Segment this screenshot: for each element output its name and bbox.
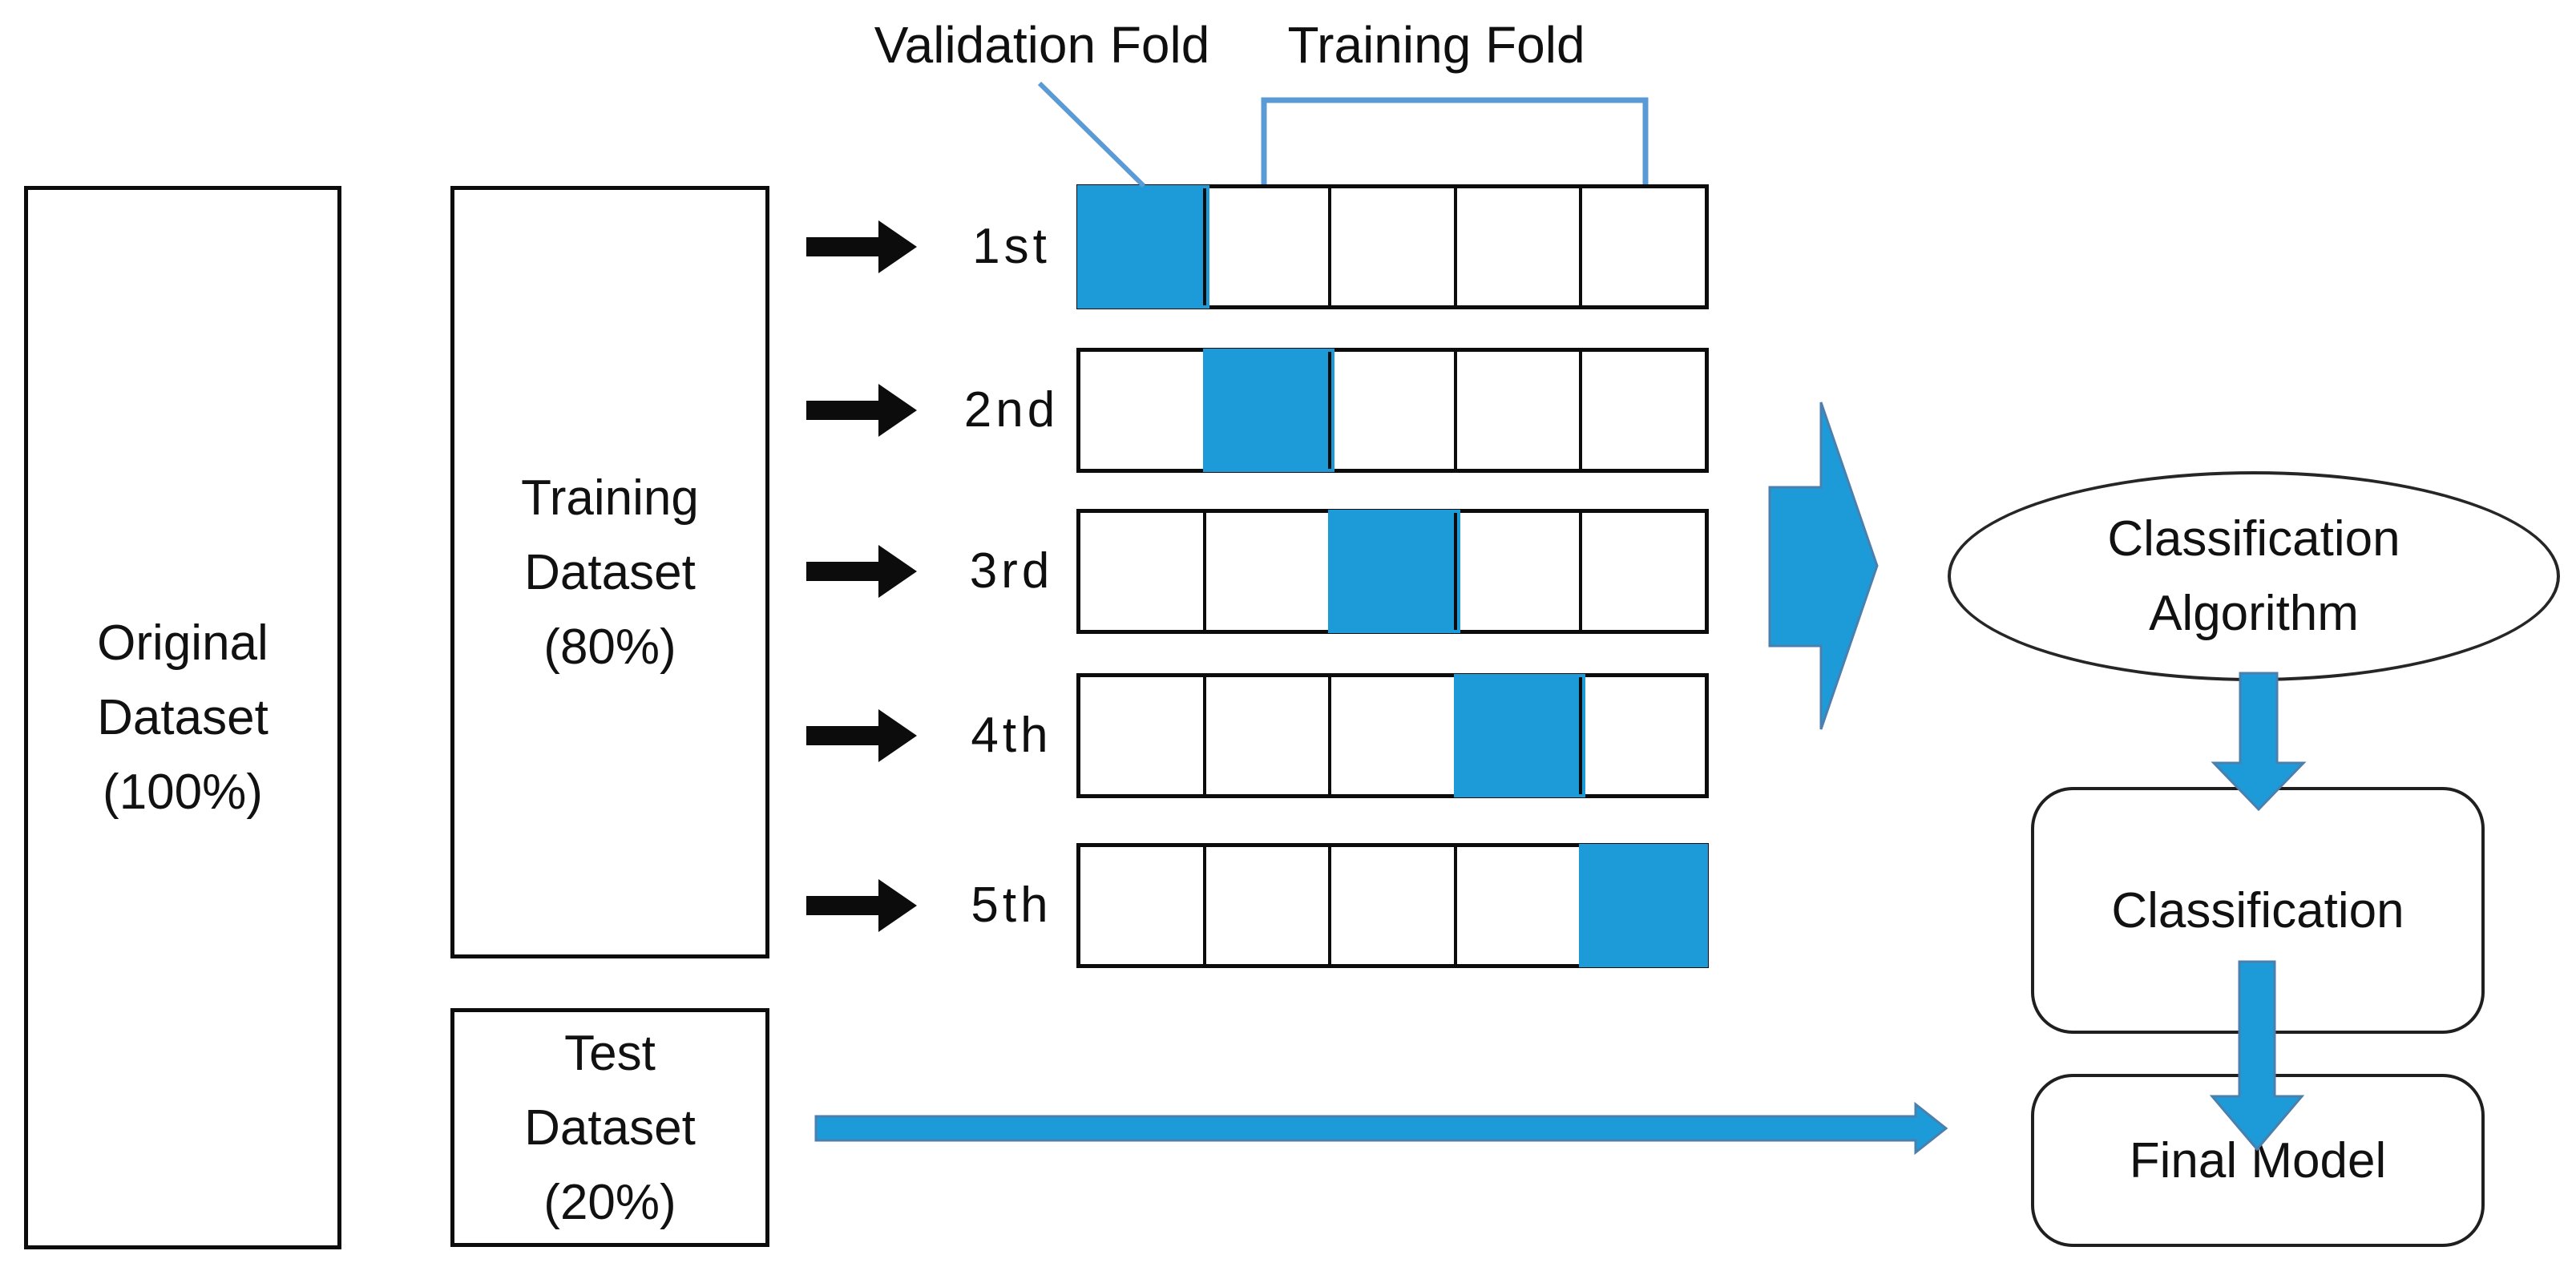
right-arrow-icon — [806, 709, 917, 762]
training-fold-cell — [1206, 188, 1332, 305]
training-fold-cell — [1080, 352, 1206, 469]
right-arrow-icon — [806, 545, 917, 598]
training-fold-cell — [1582, 188, 1705, 305]
classification-algorithm-label: Classification Algorithm — [2107, 511, 2400, 641]
classification-algorithm-ellipse: Classification Algorithm — [1948, 471, 2560, 681]
training-fold-cell — [1080, 847, 1206, 964]
training-fold-cell — [1457, 847, 1583, 964]
fold-label: 3rd — [969, 543, 1054, 599]
test-dataset-box: Test Dataset (20%) — [450, 1008, 769, 1247]
validation-fold-cell — [1077, 185, 1209, 309]
fold-label: 5th — [971, 878, 1052, 933]
classification-label: Classification — [2111, 882, 2404, 938]
training-fold-cell — [1331, 188, 1457, 305]
training-fold-cell — [1457, 352, 1583, 469]
training-fold-cell — [1206, 513, 1332, 630]
training-fold-cell — [1331, 677, 1457, 794]
validation-fold-cell — [1453, 674, 1586, 797]
fold-row — [1076, 509, 1709, 634]
fold-label: 2nd — [963, 382, 1060, 438]
training-fold-bracket — [1261, 97, 1649, 184]
training-dataset-label: Training Dataset (80%) — [521, 470, 699, 675]
training-fold-cell — [1457, 188, 1583, 305]
right-arrow-icon — [806, 384, 917, 437]
fold-row — [1076, 348, 1709, 473]
validation-fold-cell — [1579, 844, 1708, 967]
training-fold-cell — [1206, 847, 1332, 964]
original-dataset-box: Original Dataset (100%) — [24, 186, 341, 1249]
final-model-label: Final Model — [2129, 1132, 2387, 1188]
test-dataset-label: Test Dataset (20%) — [524, 1025, 696, 1230]
fold-row — [1076, 673, 1709, 798]
right-arrow-icon — [806, 220, 917, 273]
fold-label: 4th — [971, 708, 1052, 763]
fold-arrows — [806, 220, 917, 932]
training-fold-cell — [1582, 677, 1705, 794]
training-fold-cell — [1206, 677, 1332, 794]
training-fold-cell — [1582, 513, 1705, 630]
classification-box: Classification — [2031, 787, 2485, 1034]
big-right-arrow-icon — [1768, 401, 1879, 730]
fold-label: 1st — [972, 219, 1051, 274]
fold-row — [1076, 184, 1709, 309]
training-fold-cell — [1331, 847, 1457, 964]
original-dataset-label: Original Dataset (100%) — [97, 615, 269, 820]
training-fold-cell — [1080, 677, 1206, 794]
training-fold-annotation: Training Fold — [1287, 16, 1585, 74]
training-fold-cell — [1457, 513, 1583, 630]
training-dataset-box: Training Dataset (80%) — [450, 186, 769, 958]
training-fold-cell — [1582, 352, 1705, 469]
fold-row — [1076, 843, 1709, 968]
right-arrow-icon — [806, 879, 917, 932]
training-fold-cell — [1080, 513, 1206, 630]
validation-fold-cell — [1328, 510, 1460, 633]
validation-fold-annotation: Validation Fold — [874, 16, 1210, 74]
validation-callout-line — [1037, 81, 1146, 188]
final-model-box: Final Model — [2031, 1074, 2485, 1247]
test-to-final-arrow-icon — [814, 1101, 1948, 1156]
validation-fold-cell — [1202, 349, 1335, 472]
training-fold-cell — [1331, 352, 1457, 469]
